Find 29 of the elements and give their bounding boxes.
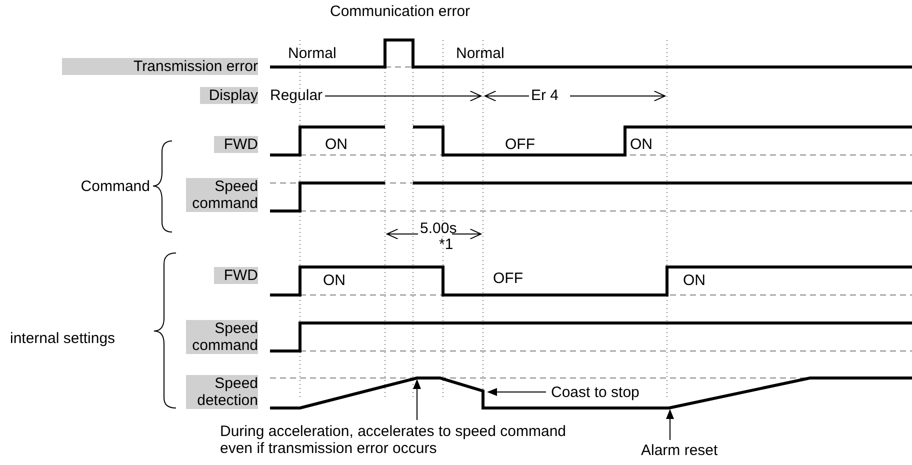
state-label: Er 4	[531, 87, 559, 104]
leader-line	[413, 379, 421, 420]
state-label: Normal	[288, 45, 336, 62]
annotation-text: Coast to stop	[551, 384, 640, 401]
state-label: ON	[323, 272, 346, 289]
state-label: Normal	[456, 45, 504, 62]
speed-detection-waveform	[270, 376, 912, 410]
duration-label: 5.00s	[420, 220, 457, 237]
signal-name: Display	[200, 87, 258, 104]
heading-label: Communication error	[330, 3, 470, 20]
footnote-mark: *1	[439, 236, 454, 253]
state-label: ON	[683, 272, 706, 289]
leader-line	[666, 409, 674, 440]
state-label: ON	[630, 136, 652, 153]
state-label: Regular	[270, 87, 323, 104]
signal-name: Speed detection	[186, 375, 258, 409]
leader-line	[487, 388, 546, 396]
signal-name: Transmission error	[62, 58, 258, 75]
group-label: internal settings	[10, 330, 116, 347]
state-label: OFF	[493, 270, 523, 287]
signal-name: FWD	[214, 267, 258, 284]
signal-name: Speed command	[186, 320, 258, 354]
annotation-text: Alarm reset	[641, 442, 718, 459]
signal-name: FWD	[214, 136, 258, 153]
annotation-text: During acceleration, accelerates to speed command even if transmission error occurs	[220, 423, 595, 457]
state-label: OFF	[505, 136, 535, 153]
group-label: Command	[80, 178, 150, 195]
state-label: ON	[325, 136, 348, 153]
signal-name: Speed command	[186, 178, 258, 212]
